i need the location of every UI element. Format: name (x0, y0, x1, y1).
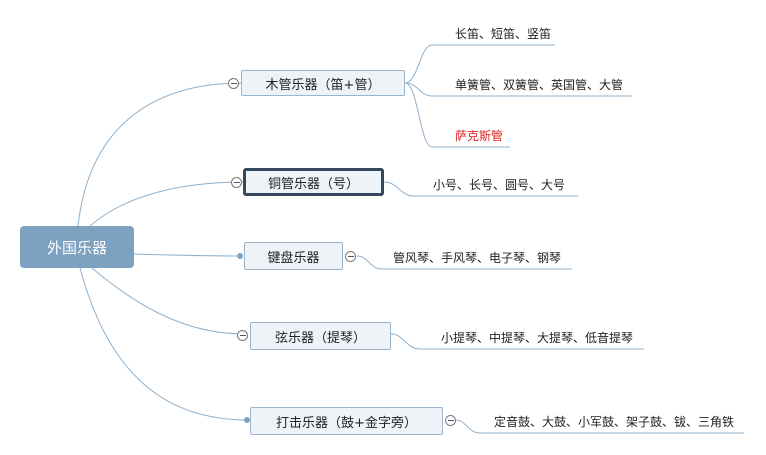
leaf-node[interactable]: 管风琴、手风琴、电子琴、钢琴 (393, 251, 562, 265)
connector-dot-icon (244, 417, 250, 423)
branch-node-brass[interactable]: 铜管乐器（号） (243, 168, 384, 196)
leaf-node[interactable]: 定音鼓、大鼓、小军鼓、架子鼓、钹、三角铁 (494, 415, 735, 429)
root-node[interactable]: 外国乐器 (20, 226, 134, 268)
leaf-node[interactable]: 小提琴、中提琴、大提琴、低音提琴 (441, 331, 634, 345)
collapse-icon[interactable] (228, 78, 239, 89)
branch-node-woodwind[interactable]: 木管乐器（笛+管） (241, 70, 405, 96)
branch-node-percussion[interactable]: 打击乐器（鼓+金字旁） (250, 407, 443, 435)
leaf-node[interactable]: 长笛、短笛、竖笛 (455, 27, 552, 41)
collapse-icon[interactable] (445, 415, 456, 426)
leaf-node[interactable]: 单簧管、双簧管、英国管、大管 (455, 78, 624, 92)
connector-dot-icon (237, 253, 243, 259)
collapse-icon[interactable] (231, 177, 242, 188)
leaf-node-highlighted[interactable]: 萨克斯管 (455, 129, 504, 143)
leaf-node[interactable]: 小号、长号、圆号、大号 (433, 178, 566, 192)
collapse-icon[interactable] (237, 330, 248, 341)
branch-node-strings[interactable]: 弦乐器（提琴） (250, 322, 391, 350)
collapse-icon[interactable] (345, 251, 356, 262)
branch-node-keyboard[interactable]: 键盘乐器 (244, 242, 343, 270)
